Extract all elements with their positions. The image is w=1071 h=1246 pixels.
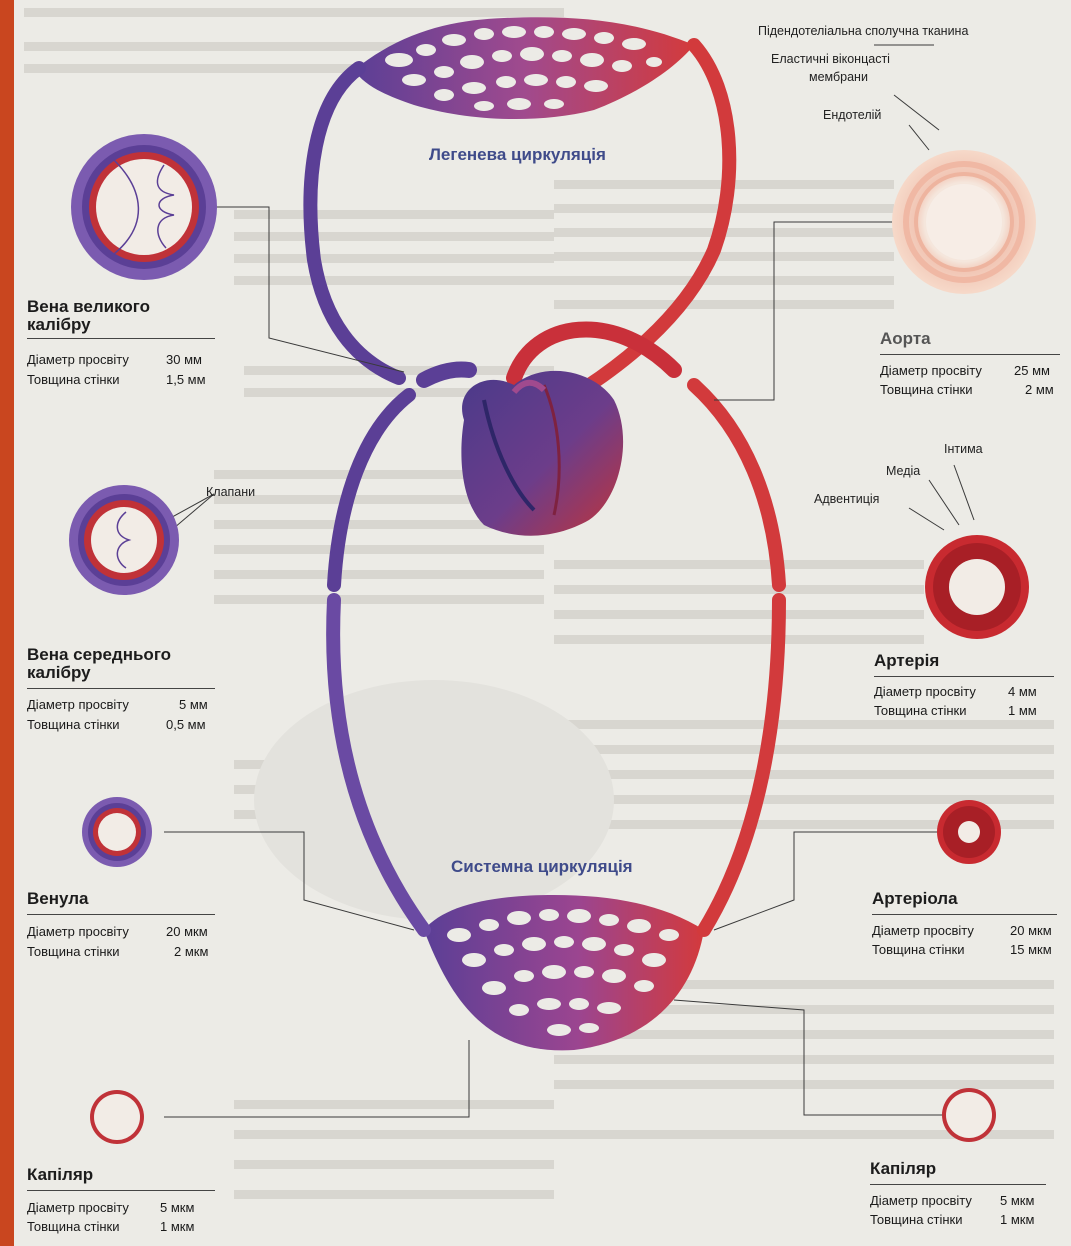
wall-value: 1,5 мм	[166, 372, 206, 387]
capillary-right-title: Капіляр	[870, 1160, 936, 1178]
elastic-membranes-annotation-line1: Еластичні віконцасті	[771, 52, 890, 66]
wall-label: Товщина стінки	[870, 1212, 963, 1227]
diameter-label: Діаметр просвіту	[872, 923, 974, 938]
diameter-value: 4 мм	[1008, 684, 1037, 699]
aorta-title: Аорта	[880, 330, 931, 348]
pulmonary-circulation-label: Легенева циркуляція	[429, 145, 606, 165]
arteriole-title: Артеріола	[872, 890, 958, 908]
capillary-left-title: Капіляр	[27, 1166, 93, 1184]
diameter-label: Діаметр просвіту	[874, 684, 976, 699]
large-vein-section	[71, 134, 217, 280]
wall-value: 15 мкм	[1010, 942, 1052, 957]
systemic-circulation-label: Системна циркуляція	[451, 857, 633, 877]
diameter-label: Діаметр просвіту	[27, 924, 129, 939]
subendothelial-annotation: Підендотеліальна сполучна тканина	[758, 24, 968, 38]
arteriole-section	[937, 800, 1001, 864]
large-vein-title-line1: Вена великого	[27, 298, 150, 316]
systemic-capillary-bed	[424, 895, 704, 1050]
wall-value: 2 мкм	[174, 944, 208, 959]
wall-label: Товщина стінки	[880, 382, 973, 397]
wall-value: 1 мкм	[160, 1219, 194, 1234]
wall-label: Товщина стінки	[874, 703, 967, 718]
wall-value: 1 мм	[1008, 703, 1037, 718]
capillary-left-section	[90, 1090, 144, 1144]
diameter-label: Діаметр просвіту	[880, 363, 982, 378]
wall-label: Товщина стінки	[27, 1219, 120, 1234]
diameter-value: 5 мм	[179, 697, 208, 712]
diameter-value: 20 мкм	[1010, 923, 1052, 938]
media-annotation: Медіа	[886, 464, 920, 478]
wall-value: 2 мм	[1025, 382, 1054, 397]
endothelium-annotation: Ендотелій	[823, 108, 881, 122]
diameter-value: 30 мм	[166, 352, 202, 367]
artery-title: Артерія	[874, 652, 939, 670]
diameter-value: 25 мм	[1014, 363, 1050, 378]
diameter-value: 5 мкм	[1000, 1193, 1034, 1208]
diameter-value: 20 мкм	[166, 924, 208, 939]
adventitia-annotation: Адвентиція	[814, 492, 879, 506]
circulation-diagram	[14, 0, 1071, 1246]
aorta-section	[892, 150, 1036, 294]
veins	[310, 68, 469, 930]
diameter-label: Діаметр просвіту	[27, 1200, 129, 1215]
diameter-value: 5 мкм	[160, 1200, 194, 1215]
venule-section	[82, 797, 152, 867]
elastic-membranes-annotation-line2: мембрани	[809, 70, 868, 84]
diameter-label: Діаметр просвіту	[27, 697, 129, 712]
heart	[461, 371, 623, 536]
diameter-label: Діаметр просвіту	[27, 352, 129, 367]
pulmonary-capillary-bed	[354, 17, 694, 119]
wall-label: Товщина стінки	[27, 372, 120, 387]
wall-label: Товщина стінки	[27, 944, 120, 959]
medium-vein-title-line1: Вена середнього	[27, 646, 171, 664]
artery-section	[925, 535, 1029, 639]
large-vein-title-line2: калібру	[27, 316, 91, 334]
valves-annotation: Клапани	[206, 485, 255, 499]
medium-vein-title-line2: калібру	[27, 664, 91, 682]
page: Легенева циркуляція Системна циркуляція …	[14, 0, 1071, 1246]
wall-value: 1 мкм	[1000, 1212, 1034, 1227]
diameter-label: Діаметр просвіту	[870, 1193, 972, 1208]
intima-annotation: Інтима	[944, 442, 983, 456]
medium-vein-section	[69, 485, 179, 595]
venule-title: Венула	[27, 890, 88, 908]
wall-label: Товщина стінки	[872, 942, 965, 957]
wall-label: Товщина стінки	[27, 717, 120, 732]
wall-value: 0,5 мм	[166, 717, 206, 732]
capillary-right-section	[942, 1088, 996, 1142]
